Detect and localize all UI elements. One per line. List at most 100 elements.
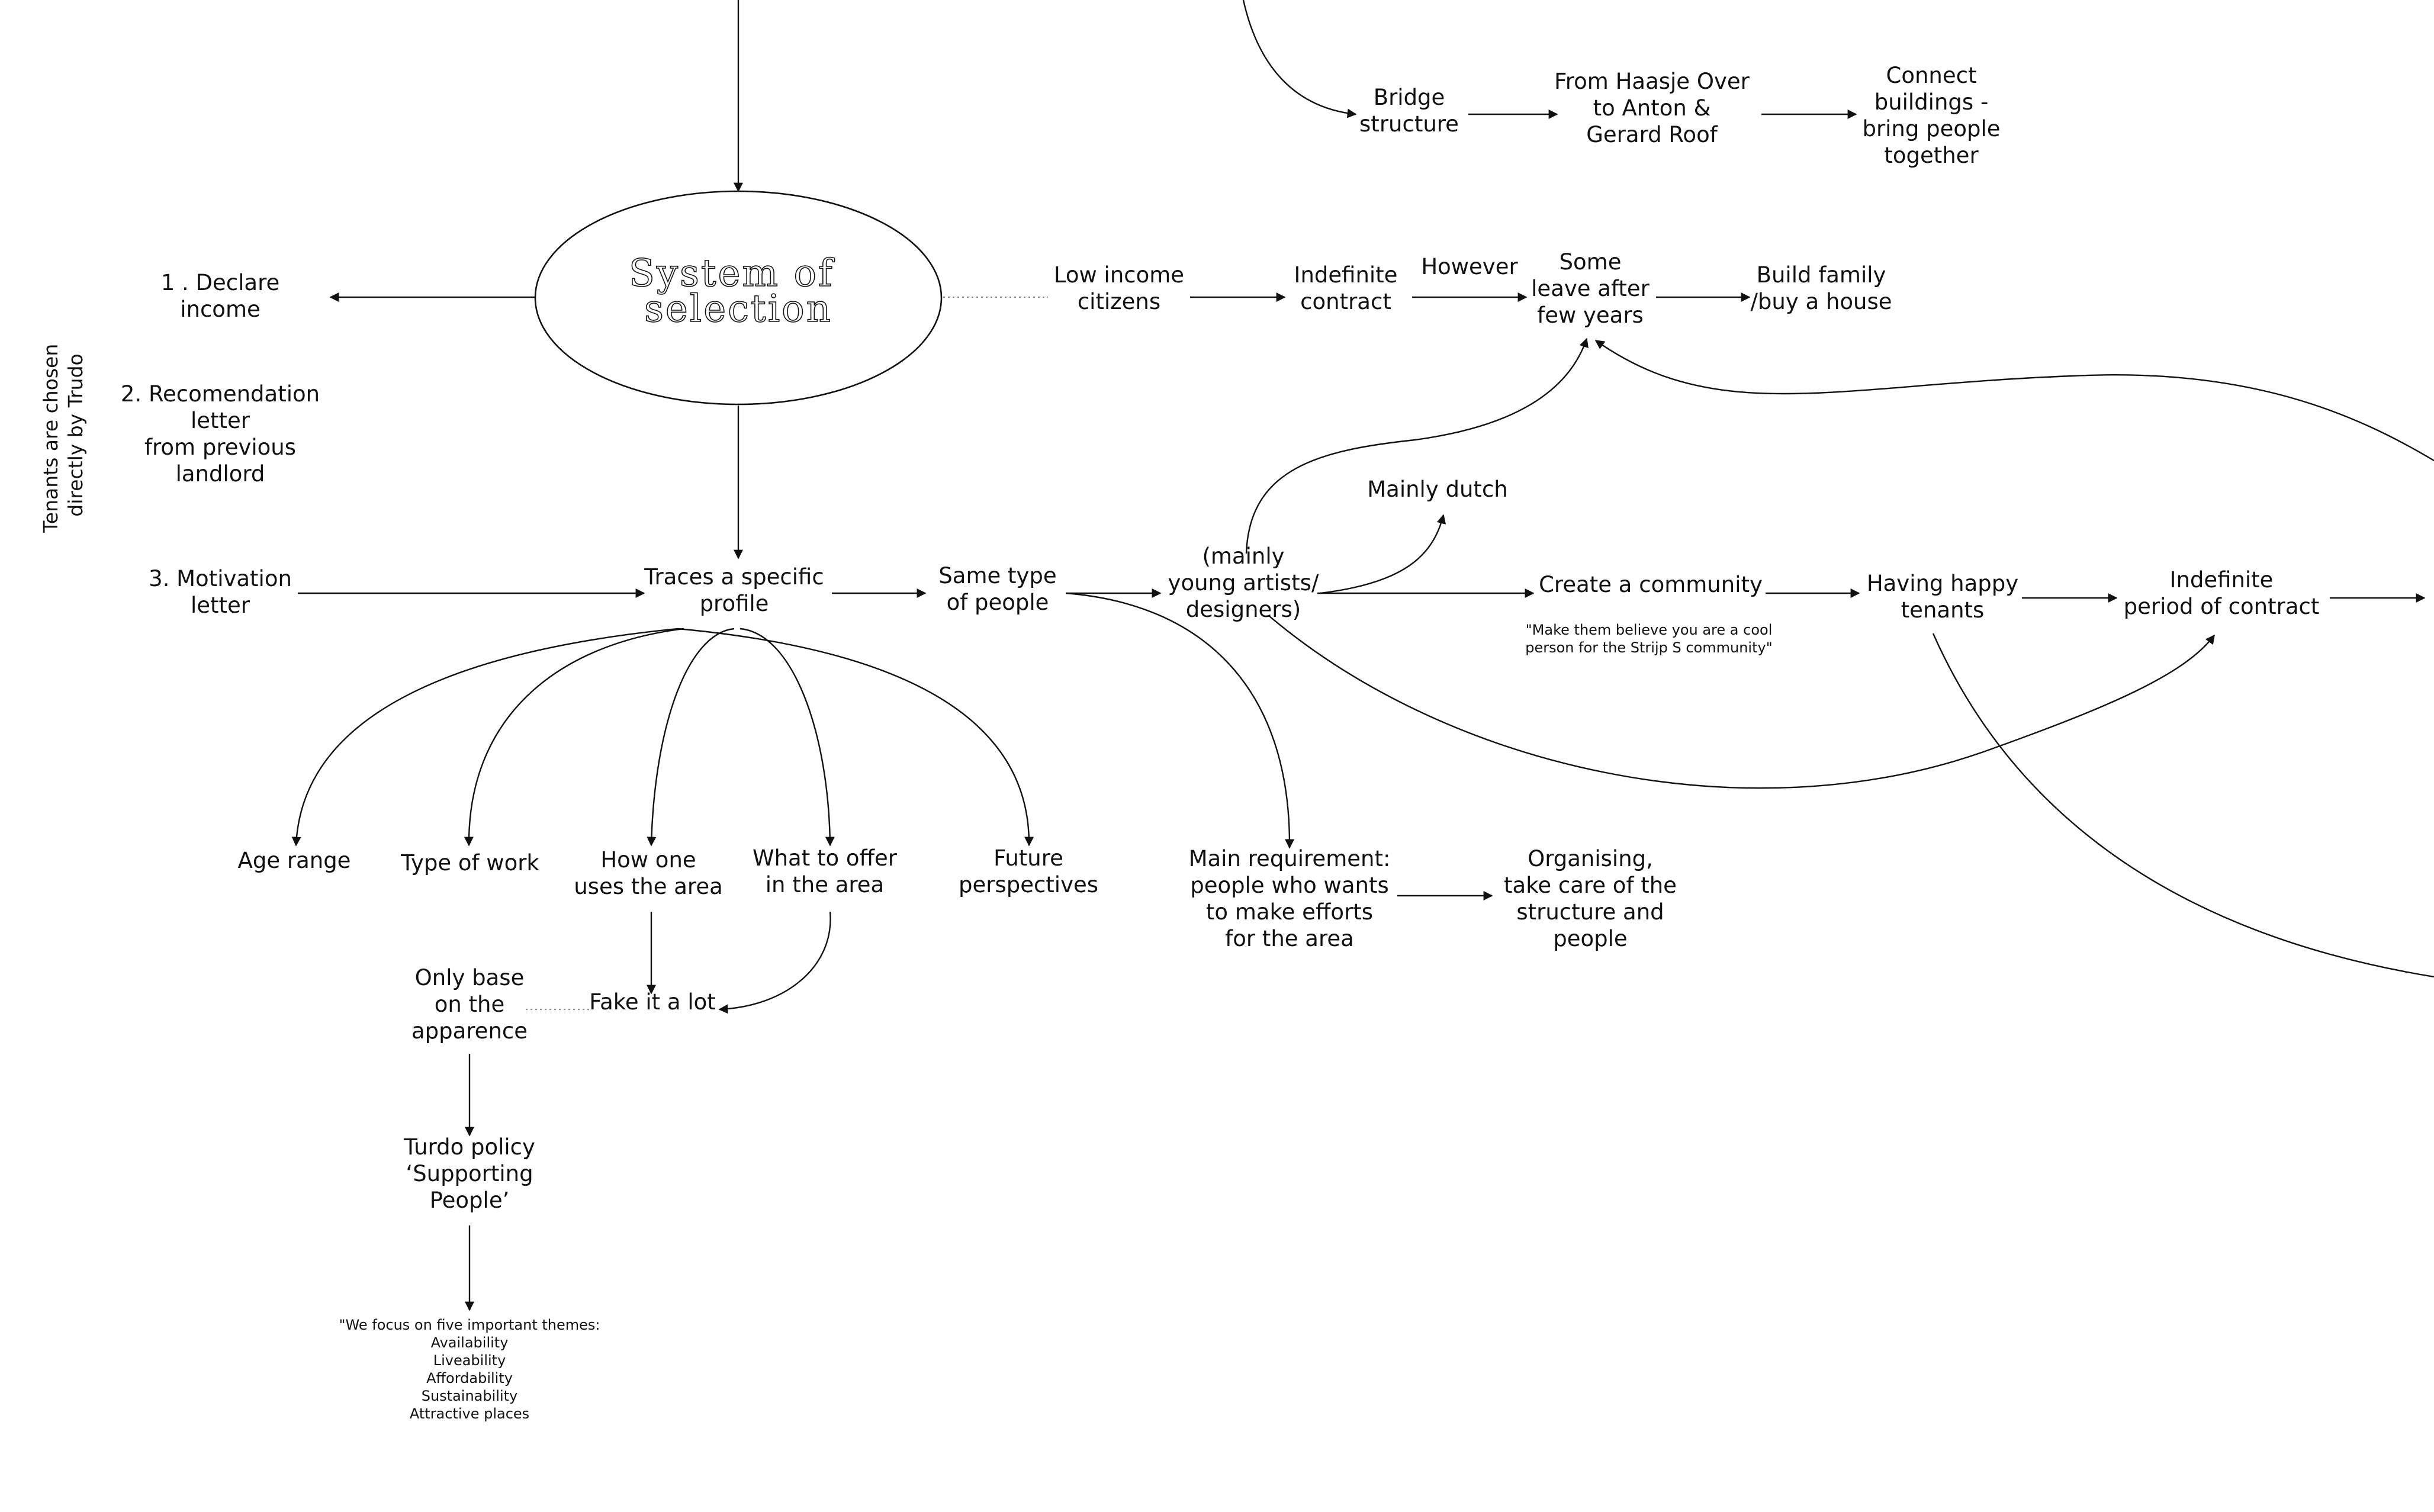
- node-future-line: perspectives: [959, 872, 1098, 897]
- node-requirement-line: for the area: [1225, 926, 1354, 951]
- node-build-family-line: Build family: [1757, 262, 1886, 288]
- node-mainly-dutch-line: Mainly dutch: [1367, 477, 1508, 502]
- node-declare-line: 1 . Declare: [161, 270, 280, 295]
- node-build-family-line: /buy a house: [1750, 289, 1892, 314]
- node-traces-line: Traces a specific: [644, 564, 824, 590]
- edge-sametype-requirement: [1065, 592, 1295, 849]
- node-uses-line: How one: [600, 847, 696, 873]
- node-community-quote-line: "Make them believe you are a cool: [1526, 622, 1773, 638]
- svg-text:System of selection: System of selection: [629, 252, 848, 331]
- node-policy-line: People’: [430, 1188, 510, 1213]
- node-some-leave-line: few years: [1537, 303, 1644, 328]
- svg-text:Tenants are chosen direc: Tenants are chosen directly by Trudo: [39, 337, 87, 533]
- node-themes-quote-line: Affordability: [426, 1370, 513, 1386]
- edge-artists-indefperiod: [1268, 615, 2215, 789]
- node-requirement-line: Main requirement:: [1189, 846, 1391, 871]
- edge-artists-someleave: [1245, 337, 1589, 554]
- node-artists-line: young artists/: [1168, 570, 1319, 596]
- node-community-quote-line: person for the Strijp S community": [1525, 639, 1773, 656]
- node-build-family: Build family/buy a house: [1750, 262, 1892, 314]
- node-bridge-line: Bridge: [1374, 85, 1445, 110]
- node-connect-line: Connect: [1886, 63, 1977, 88]
- node-organising-line: take care of the: [1504, 873, 1677, 898]
- node-future-line: Future: [993, 845, 1063, 871]
- node-indef-contract-line: Indefinite: [1294, 262, 1398, 288]
- node-community-line: Create a community: [1539, 572, 1763, 597]
- node-connect-line: buildings -: [1874, 89, 1989, 115]
- node-uses-line: uses the area: [574, 874, 723, 899]
- edge-traces-uses: [647, 628, 735, 847]
- node-recommendation-line: landlord: [176, 461, 265, 487]
- node-indef-contract-line: contract: [1300, 289, 1391, 314]
- node-requirement-line: people who wants: [1190, 873, 1388, 898]
- node-fake: Fake it a lot: [589, 989, 716, 1015]
- page-title: System of selection: [628, 251, 848, 332]
- node-work: Type of work: [400, 850, 539, 876]
- title-line-1: System of: [629, 252, 835, 295]
- node-some-leave-line: Some: [1560, 249, 1622, 275]
- node-haasje-line: Gerard Roof: [1586, 122, 1718, 147]
- edge-happy-down: [1932, 633, 2434, 978]
- node-recommendation-line: from previous: [144, 435, 296, 460]
- node-artists-line: designers): [1186, 597, 1301, 622]
- node-low-income-line: Low income: [1054, 262, 1184, 288]
- node-offer-line: in the area: [766, 872, 884, 897]
- edge-traces-offer: [739, 628, 835, 847]
- edge-top-to-bridge: [1242, 0, 1357, 118]
- edge-traces-work: [464, 628, 684, 847]
- node-themes-quote: "We focus on five important themes:Avail…: [339, 1317, 600, 1422]
- node-themes-quote-line: "We focus on five important themes:: [339, 1317, 600, 1333]
- node-recommendation-line: 2. Recomendation: [121, 381, 320, 407]
- node-themes-quote-line: Liveability: [433, 1352, 506, 1369]
- node-connect-line: bring people: [1862, 116, 2000, 141]
- node-themes-quote-line: Availability: [431, 1334, 509, 1351]
- node-appearance-line: on the: [435, 992, 505, 1017]
- node-happy-line: tenants: [1901, 597, 1985, 623]
- node-mainly-dutch: Mainly dutch: [1367, 477, 1508, 502]
- node-policy-line: ‘Supporting: [406, 1161, 533, 1186]
- node-indef-period-line: Indefinite: [2170, 567, 2274, 593]
- node-work-line: Type of work: [400, 850, 539, 876]
- node-motivation-line: letter: [191, 593, 250, 618]
- node-recommendation-line: letter: [191, 408, 250, 433]
- side-label-line-1: Tenants are chosen: [39, 344, 62, 533]
- node-community: Create a community: [1539, 572, 1763, 597]
- node-connect-line: together: [1884, 143, 1979, 168]
- node-indef-period-line: period of contract: [2124, 594, 2320, 619]
- side-label-line-2: directly by Trudo: [64, 353, 87, 516]
- node-some-leave-line: leave after: [1531, 276, 1650, 301]
- side-label: Tenants are chosen directly by Trudo: [39, 337, 87, 533]
- node-appearance-line: Only base: [415, 965, 525, 990]
- node-artists-line: (mainly: [1202, 543, 1284, 569]
- edge-artists-dutch: [1320, 514, 1446, 594]
- node-themes-quote-line: Sustainability: [422, 1388, 518, 1404]
- title-ellipse: [534, 190, 943, 406]
- node-requirement-line: to make efforts: [1206, 899, 1373, 925]
- connector-lines: [291, 0, 2434, 1311]
- node-themes-quote-line: Attractive places: [410, 1405, 529, 1422]
- node-offer-line: What to offer: [753, 845, 898, 871]
- node-however: However: [1421, 254, 1518, 279]
- node-organising-line: Organising,: [1528, 846, 1653, 871]
- title-line-2: selection: [644, 287, 832, 331]
- node-haasje-line: to Anton &: [1593, 95, 1711, 121]
- edge-traces-future: [677, 628, 1034, 847]
